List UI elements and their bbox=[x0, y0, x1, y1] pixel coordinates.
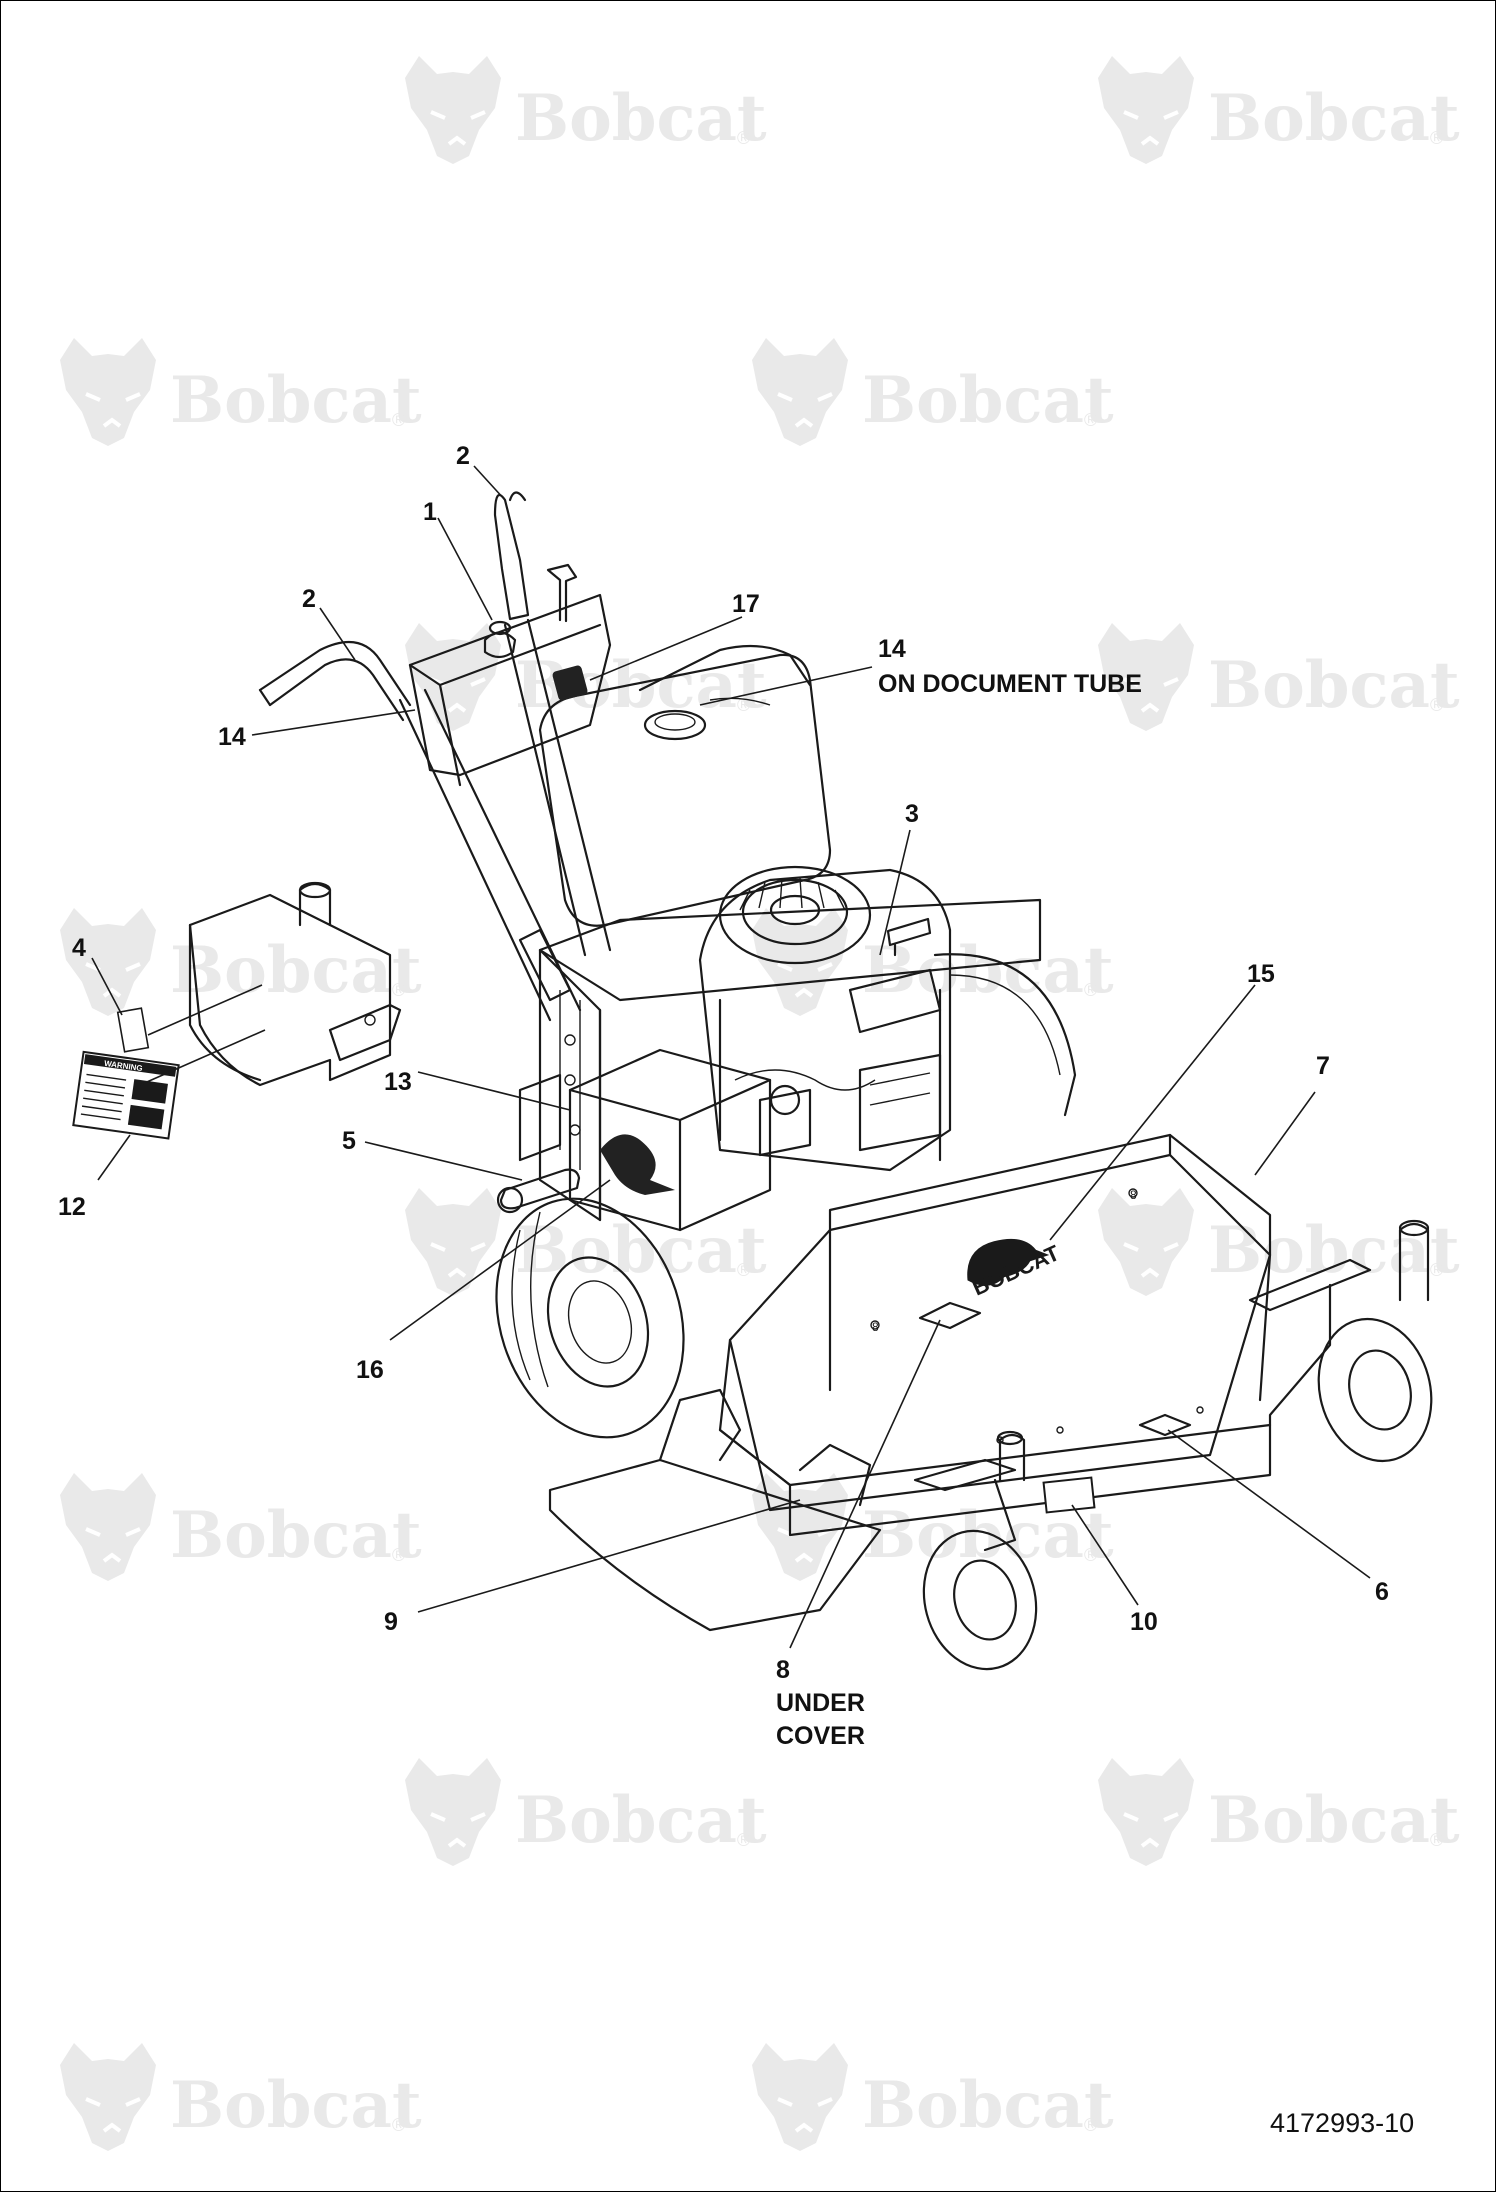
control-box bbox=[496, 1048, 772, 1232]
svg-text:®: ® bbox=[1430, 695, 1443, 715]
control-console bbox=[408, 563, 612, 787]
watermark-tile: Bobcat® bbox=[58, 2041, 422, 2153]
watermark-tile: Bobcat® bbox=[750, 906, 1114, 1018]
leader-lines bbox=[91, 465, 1371, 1649]
callout-2b: 2 bbox=[302, 585, 316, 613]
watermark-tile: Bobcat® bbox=[58, 906, 422, 1018]
watermark-tile: Bobcat® bbox=[403, 1756, 767, 1868]
handlebars bbox=[258, 491, 612, 1022]
svg-text:®: ® bbox=[1084, 980, 1097, 1000]
callout-7: 7 bbox=[1316, 1052, 1330, 1080]
svg-text:®: ® bbox=[1084, 410, 1097, 430]
svg-text:®: ® bbox=[737, 1830, 750, 1850]
svg-text:®: ® bbox=[737, 1260, 750, 1280]
callout-2a: 2 bbox=[456, 442, 470, 470]
svg-text:®: ® bbox=[392, 2115, 405, 2135]
svg-text:®: ® bbox=[1430, 1260, 1443, 1280]
watermark-brand: Bobcat bbox=[515, 1783, 767, 1858]
svg-text:8: 8 bbox=[872, 1320, 879, 1334]
right-drive-wheel bbox=[933, 953, 1077, 1117]
watermark-tile: Bobcat® bbox=[1096, 621, 1460, 733]
watermark-tile: Bobcat® bbox=[58, 336, 422, 448]
callout-15: 15 bbox=[1247, 960, 1275, 988]
callout-14a: 14 bbox=[218, 723, 246, 751]
callout-8-note-line-1: UNDER bbox=[776, 1689, 865, 1717]
watermark-brand: Bobcat bbox=[515, 1213, 767, 1288]
callout-17: 17 bbox=[732, 590, 760, 618]
watermark-tile: Bobcat® bbox=[750, 336, 1114, 448]
svg-text:®: ® bbox=[1084, 2115, 1097, 2135]
callout-3: 3 bbox=[905, 800, 919, 828]
watermark-tile: Bobcat® bbox=[750, 2041, 1114, 2153]
front-caster-right bbox=[1248, 1219, 1433, 1463]
watermark-layer: Bobcat® Bobcat® Bobcat® Bobcat® Bobcat® … bbox=[58, 54, 1460, 2153]
watermark-tile: Bobcat® bbox=[403, 54, 767, 166]
watermark-tile: Bobcat® bbox=[1096, 1756, 1460, 1868]
svg-text:8: 8 bbox=[1130, 1188, 1137, 1202]
svg-text:®: ® bbox=[737, 128, 750, 148]
callout-8-note-line-2: COVER bbox=[776, 1722, 865, 1750]
callout-12: 12 bbox=[58, 1193, 86, 1221]
part-number: 4172993-10 bbox=[1270, 2108, 1414, 2138]
svg-text:®: ® bbox=[1430, 1830, 1443, 1850]
callout-1: 1 bbox=[423, 498, 437, 526]
watermark-brand: Bobcat bbox=[862, 2068, 1114, 2143]
svg-text:®: ® bbox=[1084, 1545, 1097, 1565]
watermark-brand: Bobcat bbox=[1208, 1213, 1460, 1288]
callout-labels: 1 2 2 3 4 5 6 7 8 UNDER COVER 9 10 12 13… bbox=[58, 442, 1389, 1750]
callout-8: 8 bbox=[776, 1656, 790, 1684]
watermark-brand: Bobcat bbox=[1208, 648, 1460, 723]
svg-text:®: ® bbox=[392, 1545, 405, 1565]
svg-text:®: ® bbox=[392, 410, 405, 430]
watermark-brand: Bobcat bbox=[170, 933, 422, 1008]
side-tank-detail: WARNING bbox=[72, 881, 402, 1140]
left-drive-wheel bbox=[495, 1197, 685, 1439]
warning-decal-12: WARNING bbox=[72, 1050, 180, 1140]
watermark-brand: Bobcat bbox=[1208, 81, 1460, 156]
callout-9: 9 bbox=[384, 1608, 398, 1636]
callout-10: 10 bbox=[1130, 1608, 1158, 1636]
mower-illustration: BOBCAT 8 8 bbox=[72, 491, 1433, 1671]
callout-14b-note: ON DOCUMENT TUBE bbox=[878, 670, 1142, 698]
callout-6: 6 bbox=[1375, 1578, 1389, 1606]
engine bbox=[698, 865, 952, 1172]
watermark-brand: Bobcat bbox=[1208, 1783, 1460, 1858]
callout-16: 16 bbox=[356, 1356, 384, 1384]
watermark-tile: Bobcat® bbox=[1096, 54, 1460, 166]
callout-14b: 14 bbox=[878, 635, 906, 663]
watermark-brand: Bobcat bbox=[515, 81, 767, 156]
front-caster-left bbox=[913, 1430, 1038, 1671]
callout-4: 4 bbox=[72, 934, 86, 962]
watermark-tile: Bobcat® bbox=[58, 1471, 422, 1583]
svg-text:®: ® bbox=[392, 980, 405, 1000]
watermark-brand: Bobcat bbox=[862, 363, 1114, 438]
watermark-brand: Bobcat bbox=[170, 363, 422, 438]
watermark-brand: Bobcat bbox=[862, 933, 1114, 1008]
watermark-brand: Bobcat bbox=[170, 1498, 422, 1573]
deck-brand-decal: BOBCAT bbox=[967, 1238, 1064, 1301]
callout-5: 5 bbox=[342, 1127, 356, 1155]
watermark-brand: Bobcat bbox=[170, 2068, 422, 2143]
watermark-tile: Bobcat® bbox=[1096, 1186, 1460, 1298]
svg-text:®: ® bbox=[1430, 128, 1443, 148]
callout-13: 13 bbox=[384, 1068, 412, 1096]
